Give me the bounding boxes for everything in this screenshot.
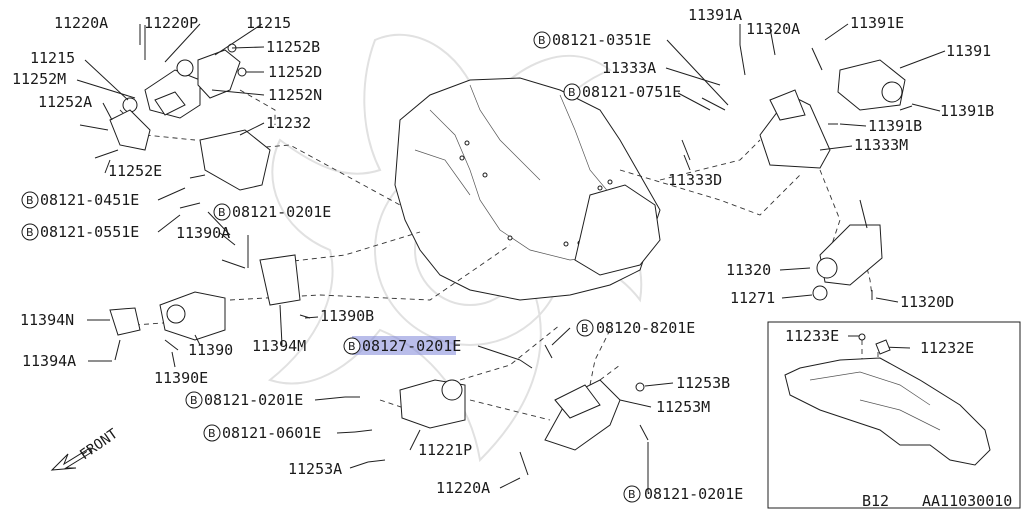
label-11390B: 11390B bbox=[320, 307, 374, 325]
right-lower-mount-group bbox=[812, 199, 883, 301]
label-11252D: 11252D bbox=[268, 63, 322, 81]
svg-text:B: B bbox=[26, 226, 34, 239]
svg-text:B: B bbox=[581, 322, 589, 335]
bolt-marker-6: B bbox=[343, 337, 361, 355]
label-08120-8201E: 08120-8201E bbox=[596, 319, 695, 337]
label-11391: 11391 bbox=[946, 42, 991, 60]
svg-text:B: B bbox=[190, 394, 198, 407]
bolt-marker-8: B bbox=[185, 391, 203, 409]
bolt-marker-3: B bbox=[21, 191, 39, 209]
label-11232E: 11232E bbox=[920, 339, 974, 357]
front-label: FRONT bbox=[77, 426, 121, 464]
label-11394N: 11394N bbox=[20, 311, 74, 329]
label-11391B-right: 11391B bbox=[940, 102, 994, 120]
label-11252B: 11252B bbox=[266, 38, 320, 56]
label-08121-0201E-left: 08121-0201E bbox=[204, 391, 303, 409]
highlight-box bbox=[352, 336, 456, 355]
label-08121-0551E: 08121-0551E bbox=[40, 223, 139, 241]
label-08121-0201E-bottom: 08121-0201E bbox=[644, 485, 743, 503]
label-11333D: 11333D bbox=[668, 171, 722, 189]
bolt-marker-10: B bbox=[623, 485, 641, 503]
label-11252M: 11252M bbox=[12, 70, 66, 88]
label-11391E: 11391E bbox=[850, 14, 904, 32]
label-11215-top: 11215 bbox=[246, 14, 291, 32]
label-08121-0451E: 08121-0451E bbox=[40, 191, 139, 209]
part-labels: 11220A 11220P 11215 11215 11252B 11252M … bbox=[12, 6, 1012, 510]
label-11320A: 11320A bbox=[746, 20, 800, 38]
svg-text:B: B bbox=[208, 427, 216, 440]
label-11252E: 11252E bbox=[108, 162, 162, 180]
label-11391B-mid: 11391B bbox=[868, 117, 922, 135]
label-11221P: 11221P bbox=[418, 441, 472, 459]
label-08127-0201E: 08127-0201E bbox=[362, 337, 461, 355]
bolt-marker-9: B bbox=[203, 424, 221, 442]
svg-text:B: B bbox=[538, 34, 546, 47]
label-11220A-bottom: 11220A bbox=[436, 479, 490, 497]
label-11271: 11271 bbox=[730, 289, 775, 307]
bolt-marker-5: B bbox=[213, 203, 231, 221]
front-arrow: FRONT bbox=[50, 426, 121, 471]
bolt-marker-7: B bbox=[576, 319, 594, 337]
label-11253A: 11253A bbox=[288, 460, 342, 478]
label-11394M: 11394M bbox=[252, 337, 306, 355]
label-11320D: 11320D bbox=[900, 293, 954, 311]
svg-text:B: B bbox=[628, 488, 636, 501]
label-11252N: 11252N bbox=[268, 86, 322, 104]
inset-panel bbox=[767, 321, 1021, 509]
label-11333A: 11333A bbox=[602, 59, 656, 77]
label-11233E: 11233E bbox=[785, 327, 839, 345]
svg-text:B: B bbox=[348, 340, 356, 353]
label-08121-0201E-top: 08121-0201E bbox=[232, 203, 331, 221]
label-08121-0351E: 08121-0351E bbox=[552, 31, 651, 49]
label-11390A: 11390A bbox=[176, 224, 230, 242]
label-11232: 11232 bbox=[266, 114, 311, 132]
svg-text:B: B bbox=[26, 194, 34, 207]
label-11253B: 11253B bbox=[676, 374, 730, 392]
right-upper-mount-group bbox=[681, 44, 913, 169]
code-page: B12 bbox=[862, 492, 889, 510]
label-11394A: 11394A bbox=[22, 352, 76, 370]
label-11252A: 11252A bbox=[38, 93, 92, 111]
code-ref: AA11030010 bbox=[922, 492, 1012, 510]
label-11391A: 11391A bbox=[688, 6, 742, 24]
bolt-markers: B B B B B B B B B B bbox=[21, 31, 641, 503]
left-mount-group bbox=[109, 235, 311, 361]
front-left-mount-group bbox=[79, 25, 271, 209]
label-11215-left: 11215 bbox=[30, 49, 75, 67]
bolt-marker-4: B bbox=[21, 223, 39, 241]
bolt-marker-1: B bbox=[533, 31, 551, 49]
label-11220A: 11220A bbox=[54, 14, 108, 32]
rear-mount-group bbox=[345, 344, 649, 476]
engine-block bbox=[394, 77, 661, 301]
label-11320: 11320 bbox=[726, 261, 771, 279]
svg-text:B: B bbox=[218, 206, 226, 219]
label-08121-0751E: 08121-0751E bbox=[582, 83, 681, 101]
bolt-marker-2: B bbox=[563, 83, 581, 101]
label-11390: 11390 bbox=[188, 341, 233, 359]
label-11333M: 11333M bbox=[854, 136, 908, 154]
label-11390E: 11390E bbox=[154, 369, 208, 387]
leader-lines bbox=[76, 23, 946, 492]
label-08121-0601E: 08121-0601E bbox=[222, 424, 321, 442]
label-11253M: 11253M bbox=[656, 398, 710, 416]
svg-text:B: B bbox=[568, 86, 576, 99]
label-11220P: 11220P bbox=[144, 14, 198, 32]
